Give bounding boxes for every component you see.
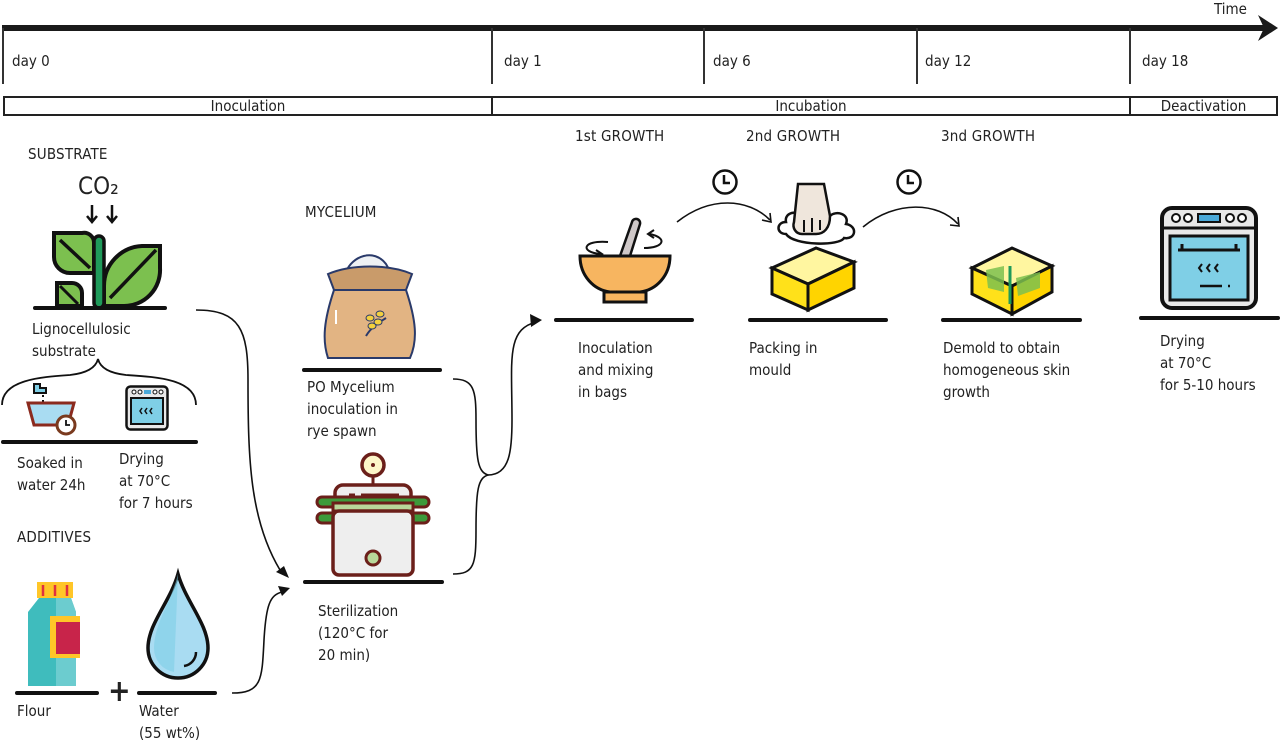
phase-deactivation: Deactivation <box>1129 96 1278 116</box>
soaking-tub-icon <box>26 383 77 436</box>
tick-day-1 <box>491 28 493 84</box>
substrate-heading: SUBSTRATE <box>28 145 108 163</box>
day-label: day 0 <box>12 52 50 70</box>
day-label: day 12 <box>925 52 972 70</box>
mycelium-heading: MYCELIUM <box>305 203 377 221</box>
spawn-sack-icon <box>323 254 416 359</box>
down-arrows-icon <box>86 205 118 224</box>
tick-day-6 <box>703 28 705 84</box>
step-1-shelf <box>554 318 694 322</box>
step-3-shelf <box>941 318 1082 322</box>
flour-shelf <box>15 691 99 695</box>
substrate-label: Lignocellulosic substrate <box>32 320 131 360</box>
water-label: Water (55 wt%) <box>139 702 201 742</box>
clock-icon <box>712 169 738 195</box>
flour-label: Flour <box>17 702 51 720</box>
step-1-label: Inoculation and mixing in bags <box>578 339 654 401</box>
timeline-arrowhead <box>1258 15 1278 41</box>
packing-mould-icon <box>768 182 858 313</box>
clock-icon <box>896 169 922 195</box>
growth-stage-2: 2nd GROWTH <box>746 127 841 145</box>
mixing-bowl-icon <box>578 217 672 304</box>
connector-growth-1-to-2 <box>676 202 771 223</box>
soak-label: Soaked in water 24h <box>17 454 86 494</box>
day-label: day 1 <box>504 52 542 70</box>
plus-sign: + <box>108 674 131 709</box>
mycelium-shelf <box>302 368 442 372</box>
day-label: day 6 <box>713 52 751 70</box>
connector-water-to-sterilization <box>231 591 283 694</box>
brace-connector <box>1 358 197 406</box>
substrate-shelf <box>33 306 167 310</box>
step-3-label: Demold to obtain homogeneous skin growth <box>943 339 1071 401</box>
connector-to-inoculation <box>487 321 537 476</box>
autoclave-icon <box>315 452 431 577</box>
phase-incubation: Incubation <box>491 96 1131 116</box>
dry-label: Drying at 70°C for 7 hours <box>119 450 193 512</box>
day-label: day 18 <box>1142 52 1189 70</box>
arrowhead <box>278 586 290 596</box>
oven-icon <box>125 385 169 431</box>
mycelium-label: PO Mycelium inoculation in rye spawn <box>307 378 398 440</box>
water-shelf <box>137 691 217 695</box>
step-4-shelf <box>1139 316 1280 320</box>
sterilization-label: Sterilization (120°C for 20 min) <box>318 602 399 664</box>
arrowhead <box>276 566 289 578</box>
sterilization-shelf <box>303 580 444 584</box>
tick-day-18 <box>1129 28 1131 84</box>
oven-icon <box>1160 206 1258 310</box>
timeline-axis-label: Time <box>1214 0 1247 18</box>
step-4-label: Drying at 70°C for 5-10 hours <box>1160 332 1256 394</box>
arrowhead <box>530 314 542 327</box>
connector-growth-2-to-3 <box>862 206 959 228</box>
pretreatment-shelf <box>1 440 198 444</box>
phase-inoculation: Inoculation <box>3 96 493 116</box>
timeline-bar <box>2 25 1264 31</box>
tick-day-0 <box>2 28 4 84</box>
additives-heading: ADDITIVES <box>17 528 92 546</box>
timeline-axis <box>2 15 1278 41</box>
step-2-label: Packing in mould <box>749 339 818 379</box>
step-2-shelf <box>748 318 888 322</box>
brace-mycelium-sterilization <box>452 378 491 575</box>
connector-substrate-to-sterilization <box>195 309 281 571</box>
demolded-block-icon <box>968 246 1056 317</box>
water-drop-icon <box>146 567 210 680</box>
growth-stage-3: 3nd GROWTH <box>941 127 1036 145</box>
co2-label: CO₂ <box>78 172 119 200</box>
tick-day-12 <box>916 28 918 84</box>
growth-stage-1: 1st GROWTH <box>575 127 665 145</box>
plant-icon <box>52 230 163 310</box>
flour-bottle-icon <box>28 582 80 686</box>
